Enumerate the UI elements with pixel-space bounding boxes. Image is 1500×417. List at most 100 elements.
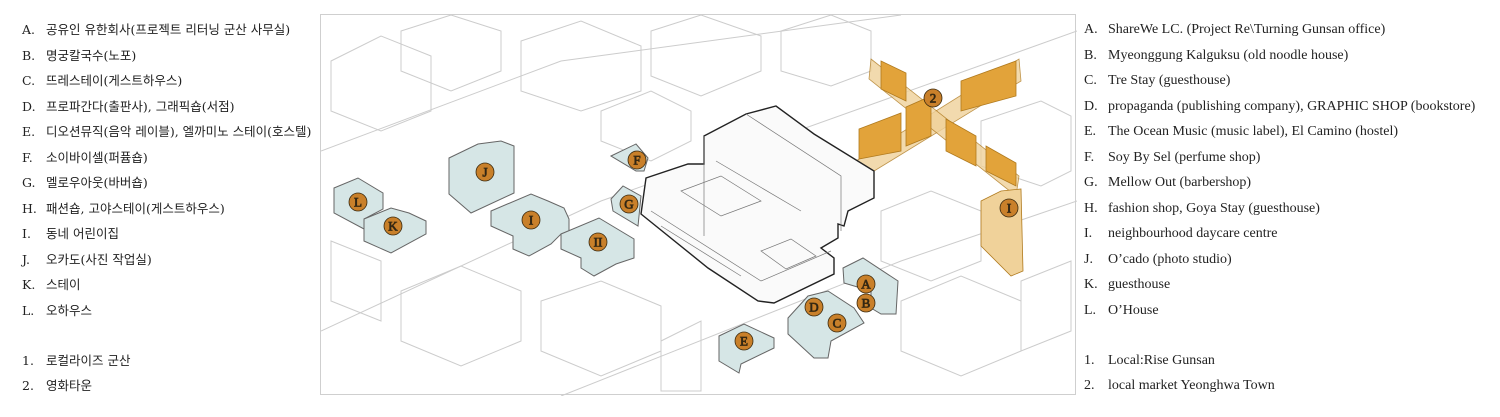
svg-text:II: II: [594, 235, 603, 250]
svg-text:L: L: [354, 195, 362, 210]
legend-text: 스테이: [46, 277, 81, 292]
legend-key: D.: [1084, 99, 1098, 114]
legend-key: H.: [22, 201, 37, 216]
legend-item: K. 스테이: [22, 277, 81, 293]
legend-key: J.: [1084, 252, 1093, 267]
legend-text: 프로파간다(출판사), 그래픽숍(서점): [46, 99, 235, 114]
legend-item: F. Soy By Sel (perfume shop): [1084, 150, 1260, 166]
legend-key: A.: [1084, 22, 1098, 37]
legend-item: E.The Ocean Music (music label), El Cami…: [1084, 124, 1398, 140]
marker-b: B: [856, 293, 876, 313]
legend-key: J.: [22, 252, 31, 267]
legend-key: C.: [22, 73, 36, 88]
marker-f: F: [627, 150, 647, 170]
legend-text: Myeonggung Kalguksu (old noodle house): [1108, 48, 1349, 63]
marker-h: II: [588, 232, 608, 252]
axonometric-map: A B C D E F G I II J K L 2 I: [320, 14, 1078, 397]
legend-item: E. 디오션뮤직(음악 레이블), 엘까미노 스테이(호스텔): [22, 124, 311, 140]
legend-key: A.: [22, 22, 36, 37]
legend-text: 패션숍, 고야스테이(게스트하우스): [46, 201, 225, 216]
legend-text: Tre Stay (guesthouse): [1108, 73, 1231, 88]
legend-text: 디오션뮤직(음악 레이블), 엘까미노 스테이(호스텔): [46, 124, 312, 139]
legend-item: 1. 로컬라이즈 군산: [22, 353, 130, 369]
legend-text: O’cado (photo studio): [1108, 252, 1232, 267]
legend-text: 영화타운: [46, 378, 93, 393]
svg-text:D: D: [809, 300, 818, 315]
legend-key: K.: [22, 277, 36, 292]
marker-e: E: [734, 331, 754, 351]
legend-key: G.: [1084, 175, 1098, 190]
legend-item: 1. Local:Rise Gunsan: [1084, 353, 1215, 369]
legend-key: I.: [22, 226, 31, 241]
legend-item: L. O’House: [1084, 303, 1159, 319]
svg-text:K: K: [388, 219, 398, 234]
legend-key: C.: [1084, 73, 1097, 88]
legend-text: 오카도(사진 작업실): [46, 252, 152, 267]
legend-text: neighbourhood daycare centre: [1108, 226, 1278, 241]
legend-item: B.명궁칼국수(노포): [22, 48, 136, 64]
legend-text: 공유인 유한회사(프로젝트 리터닝 군산 사무실): [46, 22, 291, 37]
local-market-yeonghwa-town: [855, 58, 1022, 197]
legend-key: F.: [22, 150, 33, 165]
marker-d: D: [804, 297, 824, 317]
legend-key: F.: [1084, 150, 1095, 165]
legend-key: 1.: [22, 353, 34, 368]
legend-item: C. Tre Stay (guesthouse): [1084, 73, 1230, 89]
legend-key: B.: [1084, 48, 1097, 63]
legend-text: 로컬라이즈 군산: [46, 353, 131, 368]
svg-text:J: J: [482, 165, 487, 180]
marker-g: G: [619, 194, 639, 214]
legend-item: A. ShareWe LC. (Project Re\Turning Gunsan…: [1084, 22, 1385, 38]
legend-item: J. 오카도(사진 작업실): [22, 252, 152, 268]
legend-key: H.: [1084, 201, 1098, 216]
legend-key: L.: [1084, 303, 1097, 318]
legend-text: O’House: [1108, 303, 1159, 318]
map-markers: A B C D E F G I II J K L 2 I: [348, 88, 1019, 351]
legend-text: ShareWe LC. (Project Re\Turning Gunsan o…: [1108, 22, 1386, 37]
svg-text:C: C: [833, 316, 842, 331]
legend-text: 동네 어린이집: [46, 226, 119, 241]
marker-a: A: [856, 274, 876, 294]
svg-text:I: I: [529, 213, 533, 228]
legend-text: Mellow Out (barbershop): [1108, 175, 1252, 190]
marker-j: J: [475, 162, 495, 182]
legend-key: 2.: [22, 378, 34, 393]
legend-key: K.: [1084, 277, 1098, 292]
legend-item: 2.local market Yeonghwa Town: [1084, 378, 1275, 394]
marker-c: C: [827, 313, 847, 333]
legend-item: G. 멜로우아웃(바버숍): [22, 175, 148, 191]
main-building-localrise: [640, 105, 875, 304]
legend-text: Local:Rise Gunsan: [1108, 353, 1215, 368]
svg-text:2: 2: [930, 91, 937, 106]
marker-2: 2: [923, 88, 943, 108]
svg-text:F: F: [633, 153, 640, 168]
legend-key: L.: [22, 303, 35, 318]
legend-key: I.: [1084, 226, 1093, 241]
legend-key: G.: [22, 175, 36, 190]
legend-text: fashion shop, Goya Stay (guesthouse): [1108, 201, 1320, 216]
legend-key: E.: [1084, 124, 1097, 139]
svg-text:B: B: [862, 296, 871, 311]
legend-item: D.propaganda (publishing company), GRAPH…: [1084, 99, 1475, 115]
legend-text: 명궁칼국수(노포): [46, 48, 137, 63]
legend-item: C.뜨레스테이(게스트하우스): [22, 73, 182, 89]
svg-text:A: A: [861, 277, 871, 292]
legend-item: I. neighbourhood daycare centre: [1084, 226, 1277, 242]
legend-text: Soy By Sel (perfume shop): [1108, 150, 1261, 165]
marker-project-i: I: [999, 198, 1019, 218]
legend-key: E.: [22, 124, 36, 139]
legend-item: 2. 영화타운: [22, 378, 92, 394]
svg-text:I: I: [1007, 201, 1011, 216]
legend-item: I. 동네 어린이집: [22, 226, 119, 242]
legend-key: 1.: [1084, 353, 1095, 368]
legend-key: 2.: [1084, 378, 1095, 393]
legend-item: L. 오하우스: [22, 303, 92, 319]
svg-text:G: G: [624, 197, 633, 212]
legend-text: 멜로우아웃(바버숍): [46, 175, 148, 190]
legend-text: 오하우스: [46, 303, 93, 318]
marker-k: K: [383, 216, 403, 236]
legend-item: F.소이바이셀(퍼퓸숍): [22, 150, 148, 166]
legend-text: guesthouse: [1108, 277, 1171, 292]
legend-item: B. Myeonggung Kalguksu (old noodle house): [1084, 48, 1348, 64]
marker-i: I: [521, 210, 541, 230]
